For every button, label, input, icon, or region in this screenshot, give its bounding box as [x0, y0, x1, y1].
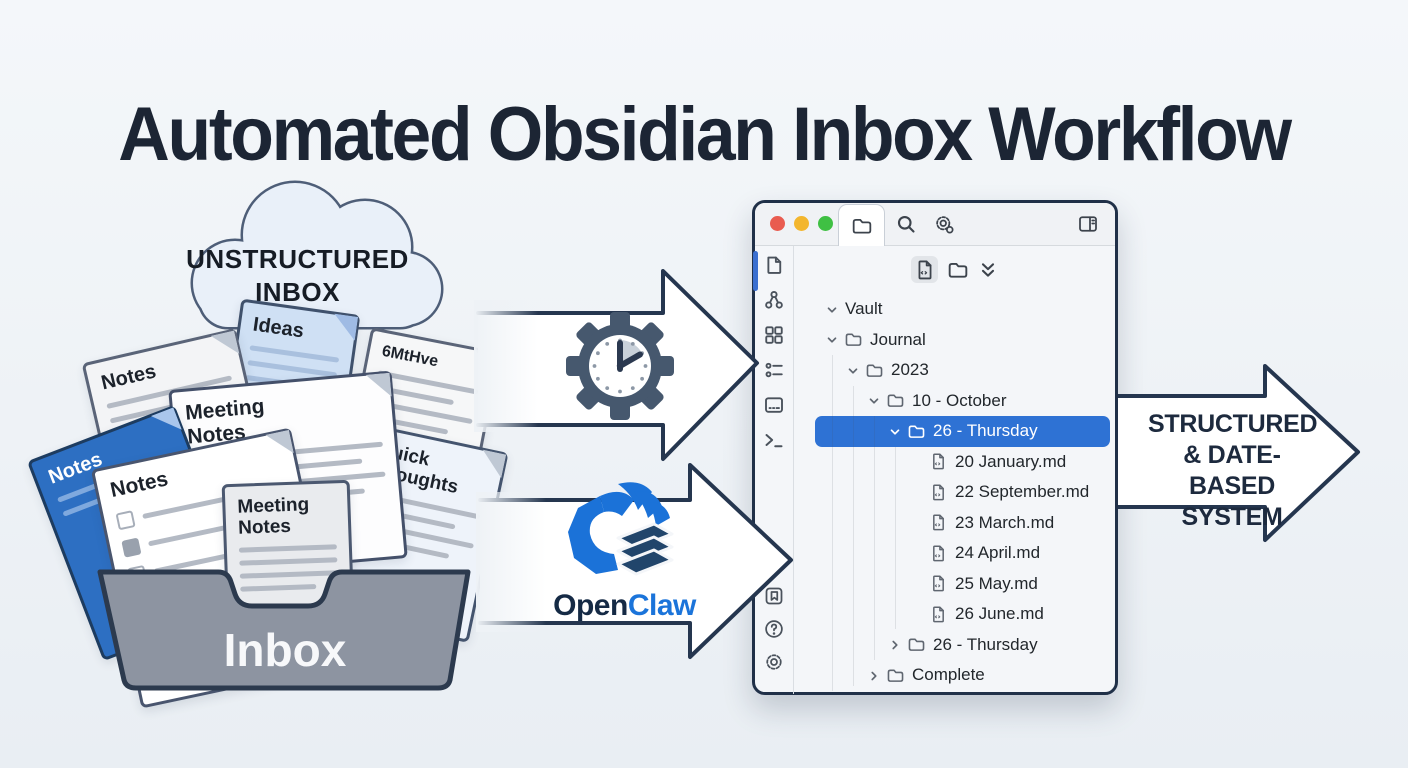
file-icon	[930, 606, 948, 623]
page-fold	[365, 372, 392, 399]
folder-icon	[887, 668, 905, 683]
checkbox-icon	[115, 509, 136, 530]
new-note-icon	[915, 260, 935, 280]
chevron-down-icon[interactable]	[867, 393, 882, 408]
window-titlebar	[755, 203, 1115, 246]
tree-item-journal[interactable]: Journal	[815, 325, 1110, 356]
tree-item-label: 25 May.md	[955, 573, 1038, 593]
tree-item-label: 2023	[891, 360, 929, 380]
inbox-tray: Inbox	[97, 569, 471, 691]
canvas-icon[interactable]	[763, 324, 785, 346]
folder-icon	[866, 363, 884, 378]
tree-item-label: 26 - Thursday	[933, 634, 1038, 654]
note-title: Ideas	[251, 313, 306, 343]
cloud-shape	[190, 180, 444, 330]
tree-item-26-june-md[interactable]: 26 June.md	[815, 599, 1110, 630]
tree-item-label: 20 January.md	[955, 451, 1067, 471]
tree-item-label: 22 September.md	[955, 482, 1090, 502]
settings-icon[interactable]	[763, 651, 785, 673]
tree-item-20-january-md[interactable]: 20 January.md	[815, 447, 1110, 478]
new-folder-icon[interactable]	[948, 260, 968, 280]
tree-item-26-thursday[interactable]: 26 - Thursday	[815, 416, 1110, 447]
tree-item-2023[interactable]: 2023	[815, 355, 1110, 386]
file-icon	[930, 575, 948, 592]
tree-item-label: 10 - October	[912, 390, 1007, 410]
tree-item-vault[interactable]: Vault	[815, 294, 1110, 325]
search-icon[interactable]	[896, 214, 916, 234]
zoom-button[interactable]	[818, 216, 833, 231]
openclaw-word-open: Open	[553, 589, 628, 622]
file-icon	[930, 453, 948, 470]
tree-item-22-september-md[interactable]: 22 September.md	[815, 477, 1110, 508]
folder-tab-icon	[852, 216, 872, 236]
file-icon	[930, 545, 948, 562]
close-button[interactable]	[770, 216, 785, 231]
tree-item-label: Complete	[912, 665, 985, 685]
tree-item-label: Vault	[845, 299, 883, 319]
scheduler-gear-clock-icon	[566, 312, 674, 420]
chevron-down-icon[interactable]	[825, 332, 840, 347]
tree-item-10-october[interactable]: 10 - October	[815, 386, 1110, 417]
file-icon	[930, 514, 948, 531]
tree-item-23-march-md[interactable]: 23 March.md	[815, 508, 1110, 539]
minimize-button[interactable]	[794, 216, 809, 231]
tree-item-label: 26 June.md	[955, 604, 1044, 624]
tree-item-26-thursday[interactable]: 26 - Thursday	[815, 630, 1110, 661]
card-icon[interactable]	[763, 394, 785, 416]
chevron-down-icon[interactable]	[846, 363, 861, 378]
page-fold	[477, 449, 507, 479]
structured-system-label: STRUCTURED & DATE-BASED SYSTEM	[1148, 410, 1318, 531]
tree-item-24-april-md[interactable]: 24 April.md	[815, 538, 1110, 569]
tasks-icon[interactable]	[763, 359, 785, 381]
tree-item-label: 23 March.md	[955, 512, 1055, 532]
active-ribbon-indicator	[753, 251, 758, 291]
folder-icon	[908, 424, 926, 439]
chevron-right-icon[interactable]	[888, 637, 903, 652]
files-icon[interactable]	[763, 254, 785, 276]
chevron-down-icon[interactable]	[888, 424, 903, 439]
new-note-button[interactable]	[911, 256, 938, 283]
inbox-label: Inbox	[224, 624, 347, 676]
settings-icon[interactable]	[934, 214, 954, 234]
explorer-toolbar	[794, 256, 1115, 283]
file-icon	[930, 484, 948, 501]
bookmark-icon[interactable]	[763, 585, 785, 607]
page-title: Automated Obsidian Inbox Workflow	[118, 91, 1292, 177]
openclaw-wordmark: OpenClaw	[552, 589, 697, 623]
chevron-right-icon[interactable]	[867, 668, 882, 683]
page-fold	[265, 429, 294, 459]
tree-item-label: 26 - Thursday	[933, 421, 1038, 441]
tree-item-label: Journal	[870, 329, 926, 349]
note-title: Meeting Notes	[237, 494, 310, 539]
tree-item-25-may-md[interactable]: 25 May.md	[815, 569, 1110, 600]
graph-icon[interactable]	[763, 289, 785, 311]
help-icon[interactable]	[763, 618, 785, 640]
chevron-down-icon[interactable]	[825, 302, 840, 317]
tree-item-label: 24 April.md	[955, 543, 1041, 563]
page-fold	[470, 349, 499, 378]
checkbox-checked-icon	[121, 537, 142, 558]
collapse-all-icon[interactable]	[978, 260, 998, 280]
left-ribbon	[753, 246, 794, 694]
sidebar-toggle-icon[interactable]	[1078, 214, 1098, 234]
files-tab[interactable]	[838, 204, 885, 246]
openclaw-logo-icon	[568, 482, 674, 576]
terminal-icon[interactable]	[763, 429, 785, 451]
openclaw-arrow	[476, 463, 793, 659]
openclaw-word-claw: Claw	[627, 589, 697, 622]
tree-item-complete[interactable]: Complete	[815, 660, 1110, 691]
folder-icon	[887, 393, 905, 408]
scheduler-arrow	[474, 269, 759, 461]
folder-icon	[908, 637, 926, 652]
page-fold	[210, 330, 240, 360]
page-fold	[330, 313, 359, 341]
unstructured-inbox-label: UNSTRUCTURED INBOX	[186, 244, 409, 307]
window-controls	[770, 216, 833, 231]
folder-icon	[845, 332, 863, 347]
